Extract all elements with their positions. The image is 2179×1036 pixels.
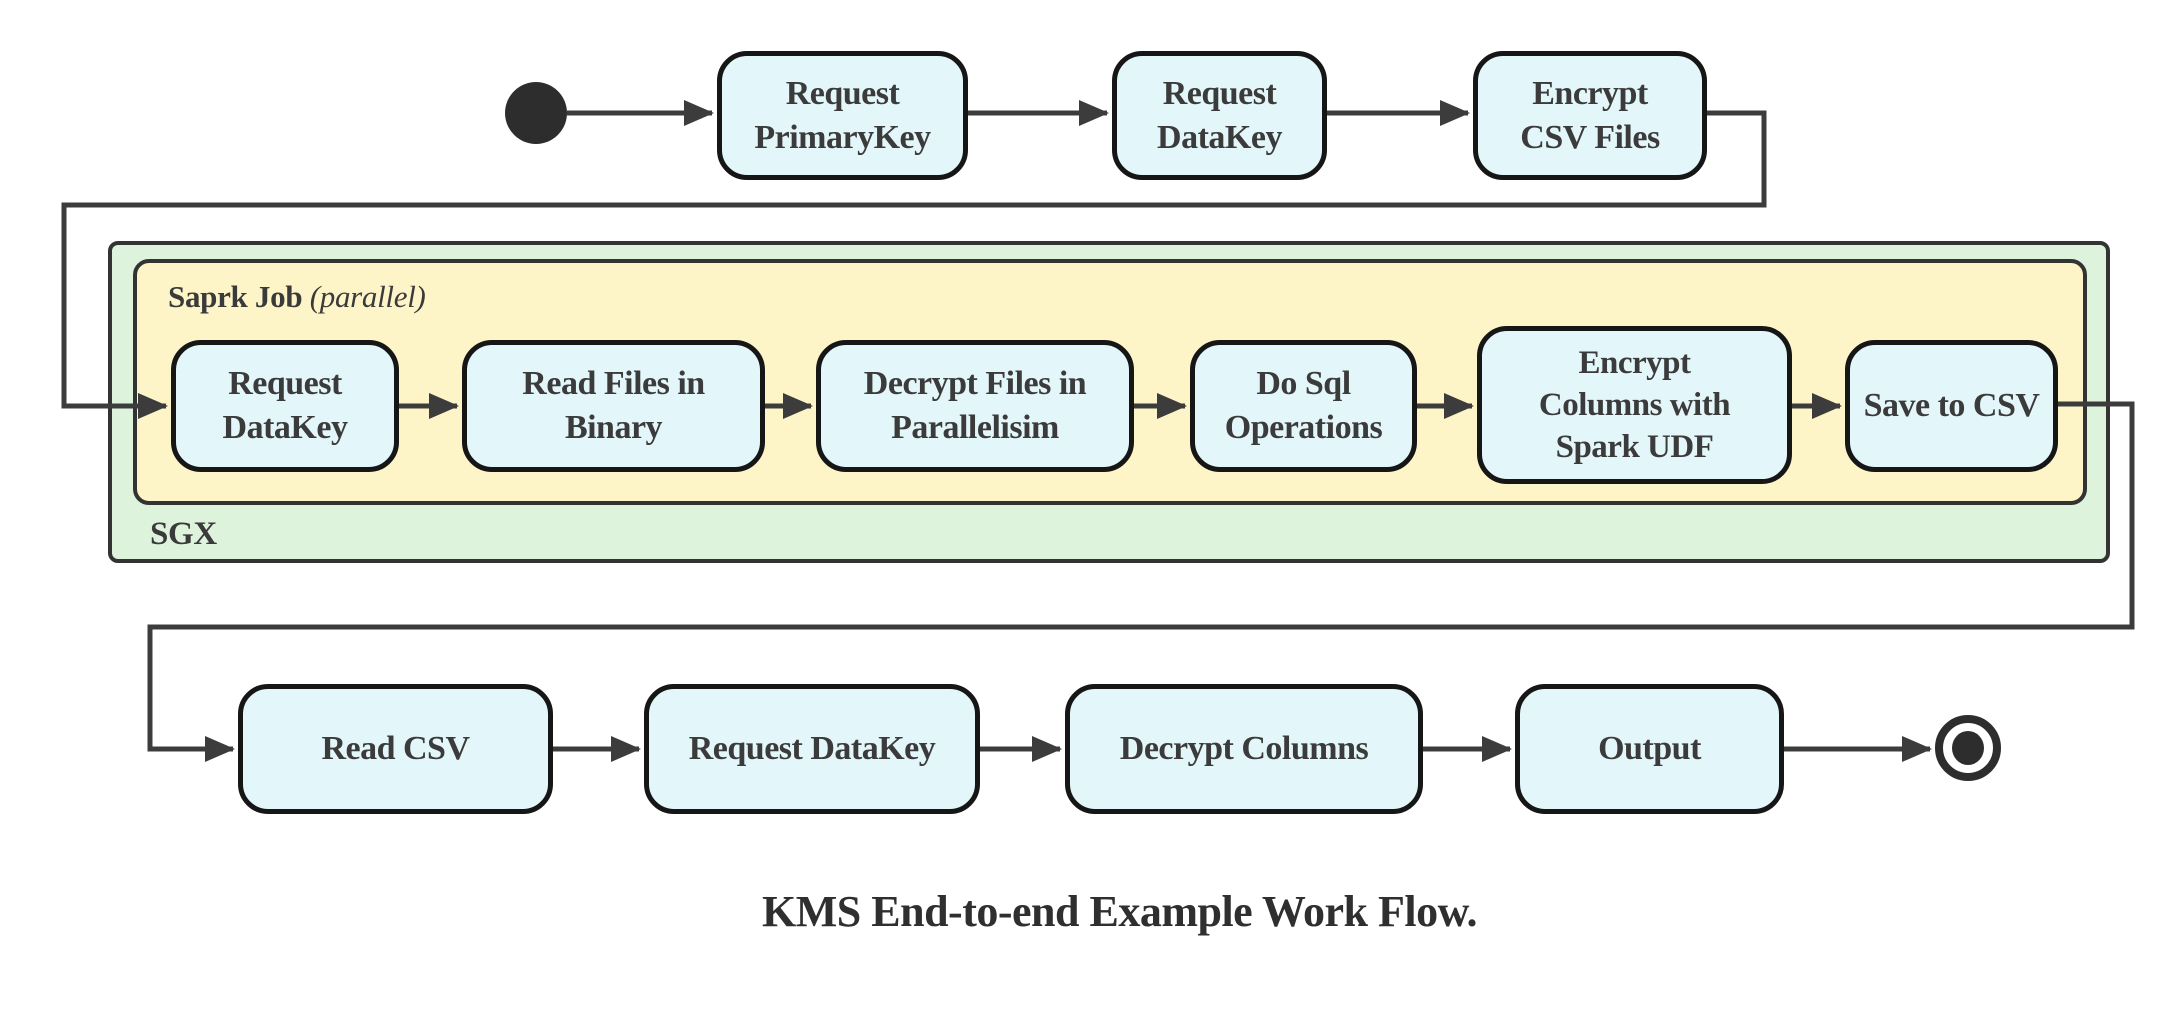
end-node-dot <box>1952 731 1984 765</box>
node-decrypt-files-in-parallelism: Decrypt Files in Parallelisim <box>816 340 1134 472</box>
node-request-datakey-middle: Request DataKey <box>171 340 399 472</box>
node-decrypt-columns: Decrypt Columns <box>1065 684 1423 814</box>
node-encrypt-columns-with-spark-udf: Encrypt Columns with Spark UDF <box>1477 326 1792 484</box>
node-read-csv: Read CSV <box>238 684 553 814</box>
node-save-to-csv: Save to CSV <box>1845 340 2058 472</box>
node-encrypt-csv-files: Encrypt CSV Files <box>1473 51 1707 180</box>
node-request-datakey-top: Request DataKey <box>1112 51 1327 180</box>
node-request-datakey-bottom: Request DataKey <box>644 684 980 814</box>
start-node <box>505 82 567 144</box>
diagram-caption: KMS End-to-end Example Work Flow. <box>762 887 1477 936</box>
node-request-primarykey: Request PrimaryKey <box>717 51 968 180</box>
spark-job-label-parallel: (parallel) <box>309 279 426 314</box>
end-node <box>1935 715 2001 781</box>
node-output: Output <box>1515 684 1784 814</box>
node-do-sql-operations: Do Sql Operations <box>1190 340 1417 472</box>
sgx-label: SGX <box>150 516 217 552</box>
spark-job-label-name: Saprk Job <box>168 279 303 314</box>
node-read-files-in-binary: Read Files in Binary <box>462 340 765 472</box>
spark-job-label: Saprk Job (parallel) <box>168 279 426 315</box>
